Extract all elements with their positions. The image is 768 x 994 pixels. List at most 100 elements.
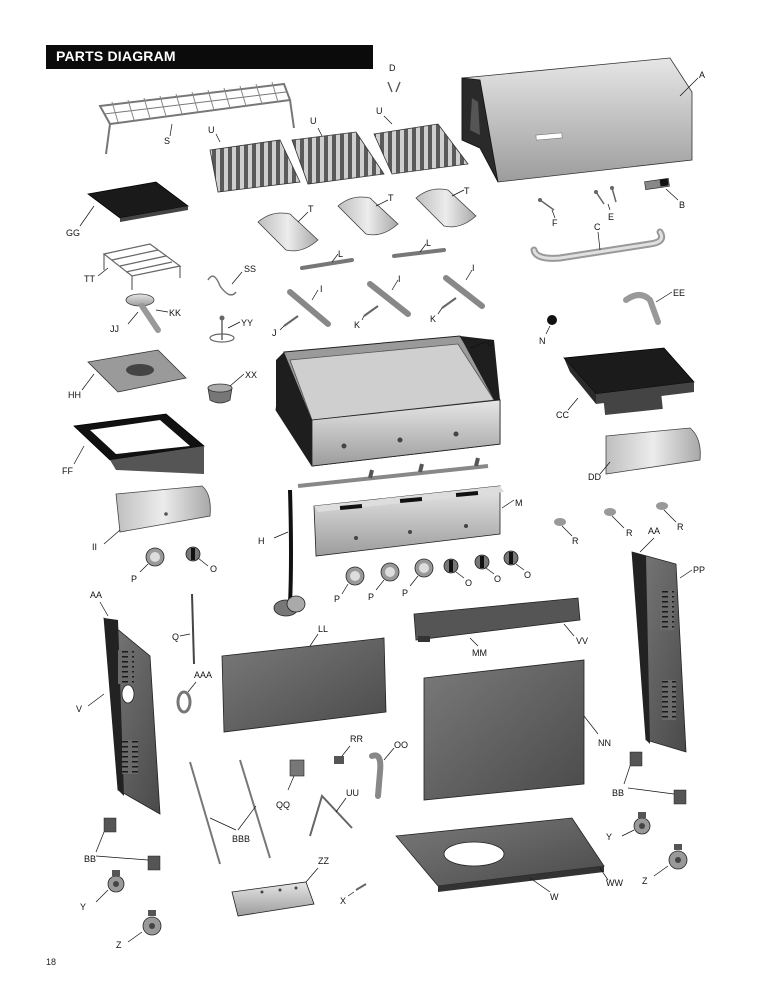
knob-o2 — [443, 558, 459, 574]
feet-bb-right — [629, 751, 687, 805]
page-header-bar: PARTS DIAGRAM — [46, 45, 373, 69]
part-label-E: E — [608, 212, 614, 222]
part-label-MM: MM — [472, 648, 487, 658]
caster-z-right — [668, 844, 688, 870]
part-label-P-4: P — [402, 588, 408, 598]
burner-1 — [287, 289, 331, 327]
part-label-AAA: AAA — [194, 670, 212, 680]
caster-y-left — [107, 870, 125, 893]
part-label-UU: UU — [346, 788, 359, 798]
caster-y-right — [633, 812, 651, 835]
shelf-trim — [605, 427, 701, 475]
door-panel — [423, 659, 585, 801]
side-shelf-right — [563, 347, 695, 415]
part-label-JJ: JJ — [110, 324, 119, 334]
part-label-Y-1: Y — [80, 902, 86, 912]
part-label-G: G — [487, 338, 494, 348]
page-title: PARTS DIAGRAM — [56, 48, 176, 64]
part-label-TT: TT — [84, 274, 95, 284]
grease-tray — [231, 881, 315, 917]
manifold — [297, 457, 504, 557]
uu-part — [309, 794, 353, 837]
part-label-U-3: U — [376, 106, 383, 116]
part-label-SS: SS — [244, 264, 256, 274]
part-label-YY: YY — [241, 318, 253, 328]
crossover-1 — [300, 258, 354, 270]
bezel-p1 — [145, 547, 165, 567]
part-label-O-2: O — [465, 578, 472, 588]
part-label-AA-1: AA — [90, 590, 102, 600]
part-label-I-3: I — [472, 263, 475, 273]
part-label-L-1: L — [338, 249, 343, 259]
lid-handle — [530, 228, 666, 262]
part-label-P-3: P — [368, 592, 374, 602]
cooking-grate-1 — [209, 139, 301, 193]
part-label-I-2: I — [398, 274, 401, 284]
clip-r1 — [554, 518, 566, 526]
part-label-RR: RR — [350, 734, 363, 744]
heat-tent-2 — [337, 196, 399, 236]
part-label-F: F — [552, 218, 558, 228]
burner-2 — [367, 281, 411, 317]
knob-o4 — [503, 550, 519, 566]
f-bolt — [538, 198, 555, 211]
part-label-OO: OO — [394, 740, 408, 750]
side-burner — [125, 293, 161, 333]
ignitor-j — [283, 315, 299, 327]
part-label-BB-2: BB — [612, 788, 624, 798]
part-label-AA-2: AA — [648, 526, 660, 536]
part-label-R-1: R — [572, 536, 579, 546]
pins-d — [387, 81, 401, 93]
part-label-LL: LL — [318, 624, 328, 634]
bezel-p2 — [345, 566, 365, 586]
part-label-K-2: K — [430, 314, 436, 324]
part-label-J: J — [272, 328, 277, 338]
part-label-C: C — [594, 222, 601, 232]
bezel-p3 — [380, 562, 400, 582]
front-rail — [413, 597, 581, 642]
igniter-wire — [207, 275, 237, 296]
ignitor-k2 — [441, 297, 457, 309]
feet-bb-left — [103, 817, 161, 871]
side-burner-cover — [87, 181, 189, 222]
part-label-XX: XX — [245, 370, 257, 380]
part-label-Q: Q — [172, 632, 179, 642]
electrode — [191, 593, 195, 665]
part-label-O-3: O — [494, 574, 501, 584]
part-label-N: N — [539, 336, 546, 346]
part-label-WW: WW — [606, 878, 623, 888]
side-burner-grate — [102, 243, 182, 290]
bezel-p4 — [414, 558, 434, 578]
part-label-Z-2: Z — [642, 876, 648, 886]
part-label-O-1: O — [210, 564, 217, 574]
part-label-U-2: U — [310, 116, 317, 126]
part-label-FF: FF — [62, 466, 73, 476]
clip-r2 — [604, 508, 616, 516]
bezel-b — [644, 178, 670, 190]
cooking-grate-3 — [373, 123, 469, 175]
part-label-H: H — [258, 536, 265, 546]
e-bolts — [594, 186, 617, 205]
part-label-T-1: T — [308, 204, 314, 214]
cooking-grate-2 — [291, 131, 385, 185]
ignitor-k1 — [363, 305, 379, 317]
part-label-X: X — [340, 896, 346, 906]
part-label-Z-1: Z — [116, 940, 122, 950]
x-screw — [355, 883, 367, 891]
part-label-CC: CC — [556, 410, 569, 420]
heat-tent-3 — [415, 188, 477, 228]
part-label-L-2: L — [426, 238, 431, 248]
part-label-W: W — [550, 892, 559, 902]
caster-z-left — [142, 910, 162, 936]
control-panel-side — [115, 485, 211, 533]
knob-o1 — [185, 546, 201, 562]
part-label-R-3: R — [677, 522, 684, 532]
part-label-DD: DD — [588, 472, 601, 482]
part-label-P-2: P — [334, 594, 340, 604]
clip-r3 — [656, 502, 668, 510]
part-label-K-1: K — [354, 320, 360, 330]
part-label-U-1: U — [208, 125, 215, 135]
part-label-S: S — [164, 136, 170, 146]
side-shelf-frame — [73, 413, 205, 474]
